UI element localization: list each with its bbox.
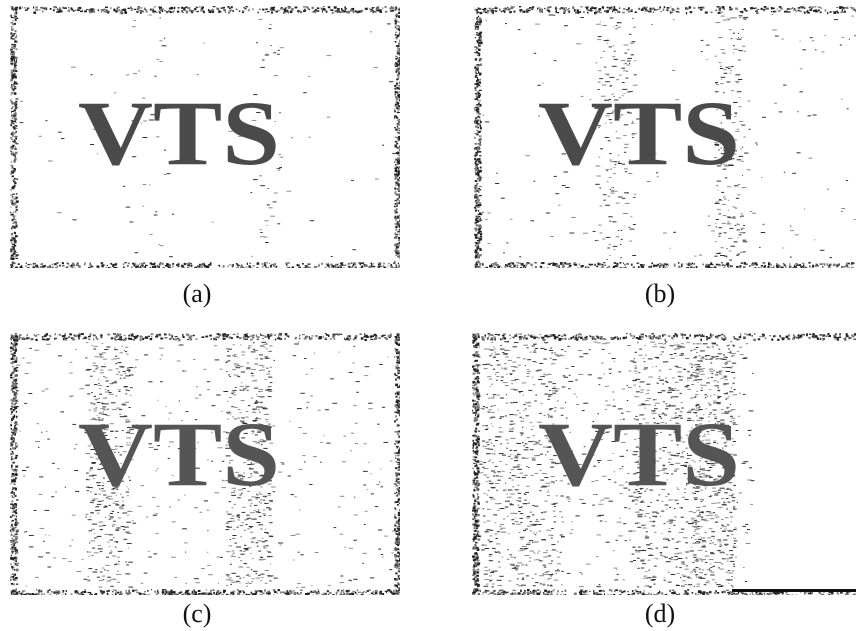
noise-layer [19,14,400,258]
frame-border [10,6,400,268]
frame-border [472,333,856,595]
caption-c: (c) [182,599,212,628]
image-panel-b: VTS [474,6,856,268]
noise-layer [10,341,400,588]
vts-text: VTS [78,82,280,184]
noisy-vts-image-d: VTS [472,333,856,595]
noisy-vts-image-a: VTS [10,6,400,268]
image-panel-d: VTS [472,333,856,595]
vts-text: VTS [538,403,740,505]
caption-a: (a) [182,279,212,308]
vts-text: VTS [538,82,740,184]
caption-d: (d) [644,599,676,628]
noisy-vts-image-c: VTS [10,333,400,595]
noise-layer [472,341,755,588]
image-panel-c: VTS [10,333,400,595]
noisy-vts-image-b: VTS [474,6,856,268]
frame-border [10,333,400,595]
vts-text: VTS [78,403,280,505]
noise-layer [474,14,856,261]
image-panel-a: VTS [10,6,400,268]
caption-b: (b) [644,279,676,308]
frame-border [474,6,856,268]
